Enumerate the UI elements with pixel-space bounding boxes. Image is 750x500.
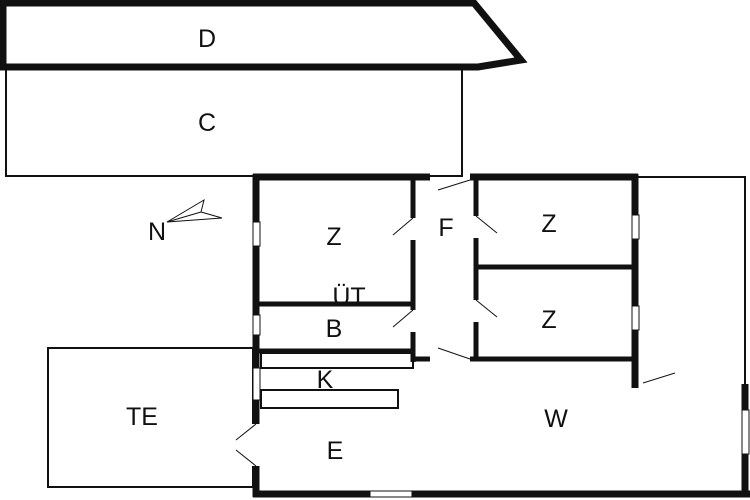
room-c-label: C [198,109,216,137]
compass-label: N [148,218,166,246]
room-w-label: W [544,405,568,433]
room-b-label: B [326,315,343,343]
room-te-label: TE [126,403,158,431]
entrance-door [252,424,261,466]
annex-outline [636,176,746,385]
room-z1-label: Z [326,223,341,251]
kitchen-counter-bottom [260,389,399,409]
room-k-label: K [317,366,334,394]
room-ut-label: ÜT [332,283,365,311]
room-z2-label: Z [541,210,556,238]
north-arrow-icon [166,198,223,223]
interior-walls [258,176,636,362]
room-f-label: F [438,214,453,242]
room-e-label: E [327,437,344,465]
room-z3-label: Z [541,306,556,334]
door-swings [235,179,676,467]
room-d-outline [0,0,528,71]
room-c-outline [5,66,463,177]
windows [252,214,750,498]
room-d-label: D [198,25,216,53]
kitchen-counter-top [260,352,414,369]
